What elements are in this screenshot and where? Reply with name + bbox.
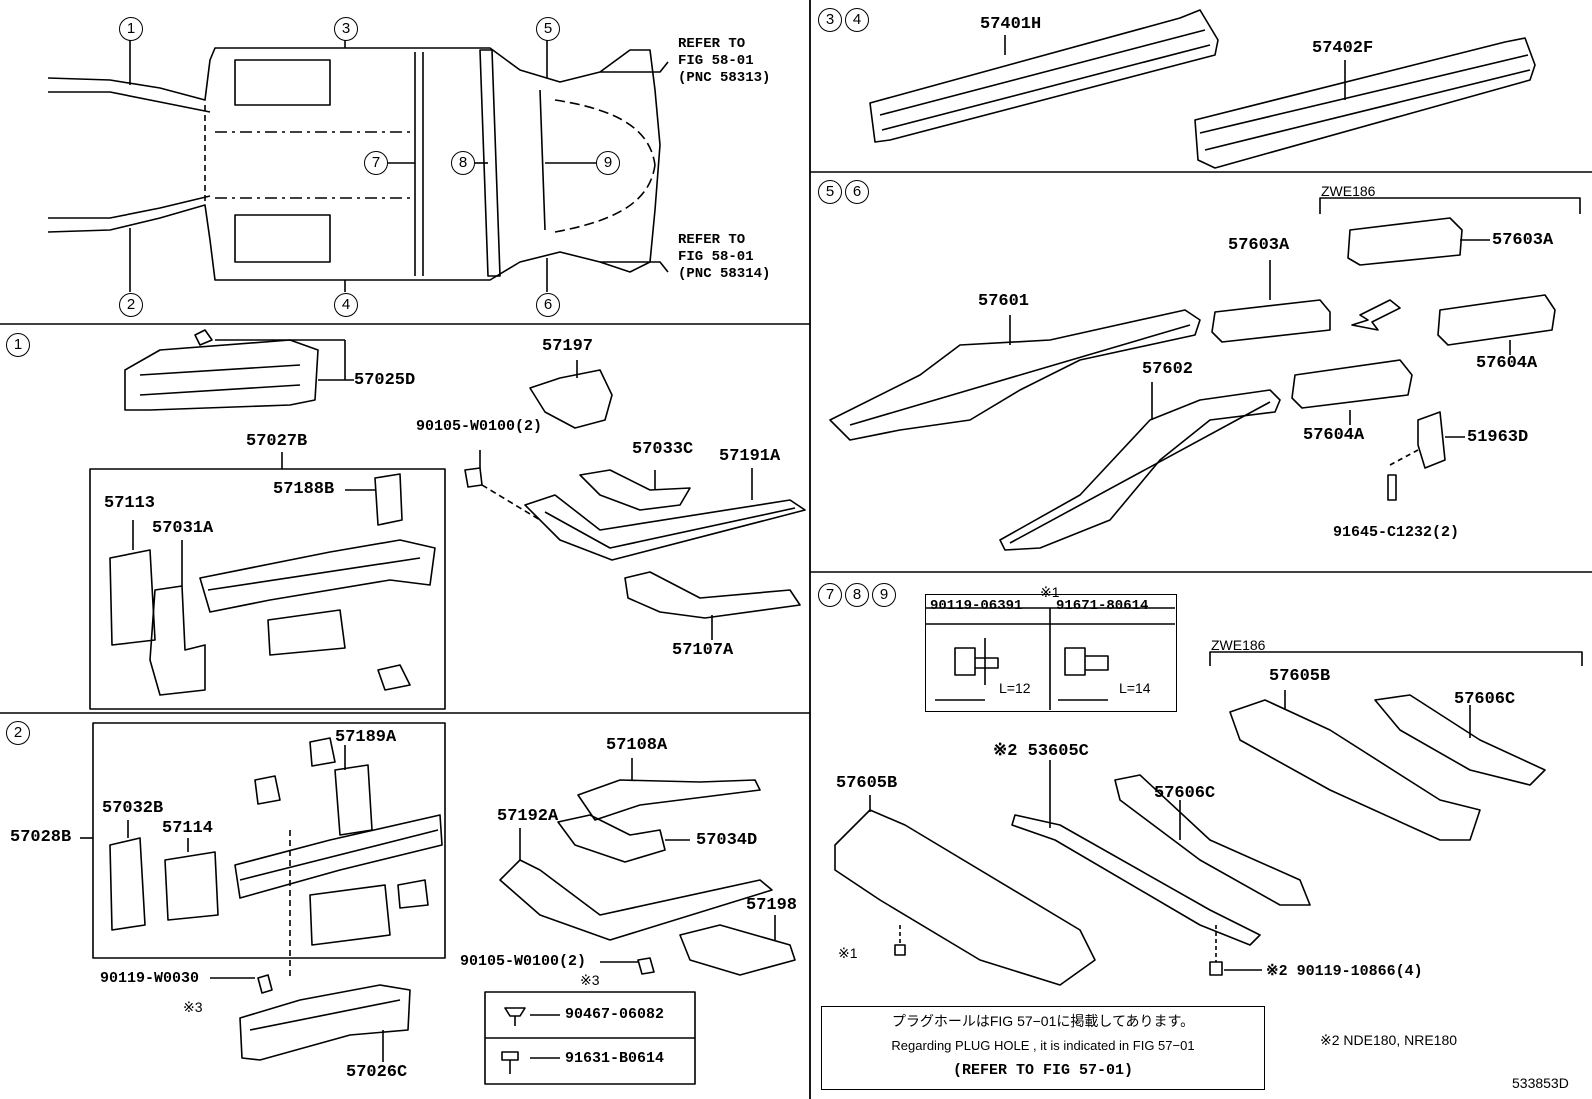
part-57602: 57602 xyxy=(1142,360,1194,379)
overview-marker-3: 3 xyxy=(334,17,358,41)
part-57026C: 57026C xyxy=(346,1063,408,1082)
legend-length-12: L=12 xyxy=(999,680,1031,696)
variant-zwe186-56: ZWE186 xyxy=(1321,183,1376,199)
part-57402F: 57402F xyxy=(1312,39,1374,58)
section-789-parts xyxy=(834,607,1583,986)
part-57601: 57601 xyxy=(978,292,1030,311)
legend-length-14: L=14 xyxy=(1119,680,1151,696)
part-57606C-lower: 57606C xyxy=(1154,784,1216,803)
part-53605C: ※2 53605C xyxy=(993,742,1089,761)
mark-3-left: ※3 xyxy=(183,999,203,1015)
section-9-marker: 9 xyxy=(872,583,896,607)
part-57032B: 57032B xyxy=(102,799,164,818)
overview-marker-2: 2 xyxy=(119,293,143,317)
part-57603A-right: 57603A xyxy=(1492,231,1554,250)
part-57603A-left: 57603A xyxy=(1228,236,1290,255)
legend-part-91671-80614: 91671-80614 xyxy=(1056,598,1149,614)
part-57188B: 57188B xyxy=(273,480,335,499)
part-90105-W0100-s1: 90105-W0100(2) xyxy=(416,418,543,435)
part-57033C: 57033C xyxy=(632,440,694,459)
part-90119-W0030: 90119-W0030 xyxy=(100,970,200,987)
section-3-marker: 3 xyxy=(818,8,842,32)
section-4-marker: 4 xyxy=(845,8,869,32)
part-57114: 57114 xyxy=(162,819,214,838)
part-57401H: 57401H xyxy=(980,15,1042,34)
section-789-markers: 7 8 9 xyxy=(818,583,896,607)
section-8-marker: 8 xyxy=(845,583,869,607)
variant-zwe186-789: ZWE186 xyxy=(1211,637,1266,653)
part-57604A-left: 57604A xyxy=(1303,426,1365,445)
refer-to-fig-top: REFER TO FIG 58-01 (PNC 58313) xyxy=(678,36,771,86)
overview-marker-1: 1 xyxy=(119,17,143,41)
section-34-parts xyxy=(869,9,1536,169)
diagram-id: 533853D xyxy=(1512,1075,1569,1091)
section-2-parts xyxy=(80,722,796,1085)
overview-marker-8: 8 xyxy=(451,151,475,175)
mark-1-bolt: ※1 xyxy=(838,945,858,961)
part-57605B-upper: 57605B xyxy=(1269,667,1331,686)
part-57197: 57197 xyxy=(542,337,594,356)
part-57191A: 57191A xyxy=(719,447,781,466)
part-57025D: 57025D xyxy=(354,371,416,390)
note-japanese: プラグホールはFIG 57−01に掲載してあります。 xyxy=(891,1013,1195,1029)
mark-3-right: ※3 xyxy=(580,972,600,988)
section-56-markers: 5 6 xyxy=(818,180,869,204)
part-91631-B0614: 91631-B0614 xyxy=(565,1050,665,1067)
overview-marker-9: 9 xyxy=(596,151,620,175)
overview-frame xyxy=(47,40,669,292)
overview-marker-4: 4 xyxy=(334,293,358,317)
part-57034D: 57034D xyxy=(696,831,758,850)
part-90119-10866: ※2 90119-10866(4) xyxy=(1266,963,1423,980)
part-57027B: 57027B xyxy=(246,432,308,451)
section-7-marker: 7 xyxy=(818,583,842,607)
section-5-marker: 5 xyxy=(818,180,842,204)
section-1-marker: 1 xyxy=(6,333,30,357)
part-51963D: 51963D xyxy=(1467,428,1529,447)
part-57107A: 57107A xyxy=(672,641,734,660)
part-90467-06082: 90467-06082 xyxy=(565,1006,665,1023)
overview-marker-6: 6 xyxy=(536,293,560,317)
legend-part-90119-06391: 90119-06391 xyxy=(930,598,1023,614)
part-57192A: 57192A xyxy=(497,807,559,826)
part-57028B: 57028B xyxy=(10,828,72,847)
part-57604A-right: 57604A xyxy=(1476,354,1538,373)
part-90105-W0100-s2: 90105-W0100(2) xyxy=(460,953,587,970)
part-57113: 57113 xyxy=(104,494,156,513)
part-57031A: 57031A xyxy=(152,519,214,538)
section-34-markers: 3 4 xyxy=(818,8,869,32)
section-1-parts xyxy=(89,329,806,710)
part-57189A: 57189A xyxy=(335,728,397,747)
overview-marker-7: 7 xyxy=(364,151,388,175)
footnote-mark-2: ※2 NDE180, NRE180 xyxy=(1320,1032,1458,1048)
note-english: Regarding PLUG HOLE , it is indicated in… xyxy=(891,1038,1195,1053)
fastener-legend-box: 90119-06391 91671-80614 L=12 L=14 xyxy=(925,594,1177,712)
section-6-marker: 6 xyxy=(845,180,869,204)
legend-mark-1: ※1 xyxy=(1040,584,1060,600)
section-56-parts xyxy=(829,197,1581,551)
part-57108A: 57108A xyxy=(606,736,668,755)
note-refer: (REFER TO FIG 57-01) xyxy=(952,1062,1134,1079)
part-91645-C1232: 91645-C1232(2) xyxy=(1333,524,1460,541)
refer-to-fig-bottom: REFER TO FIG 58-01 (PNC 58314) xyxy=(678,232,771,282)
section-2-marker: 2 xyxy=(6,721,30,745)
part-57605B-lower: 57605B xyxy=(836,774,898,793)
plug-hole-note: プラグホールはFIG 57−01に掲載してあります。 Regarding PLU… xyxy=(821,1006,1265,1090)
part-57198: 57198 xyxy=(746,896,798,915)
overview-marker-5: 5 xyxy=(536,17,560,41)
part-57606C-upper: 57606C xyxy=(1454,690,1516,709)
